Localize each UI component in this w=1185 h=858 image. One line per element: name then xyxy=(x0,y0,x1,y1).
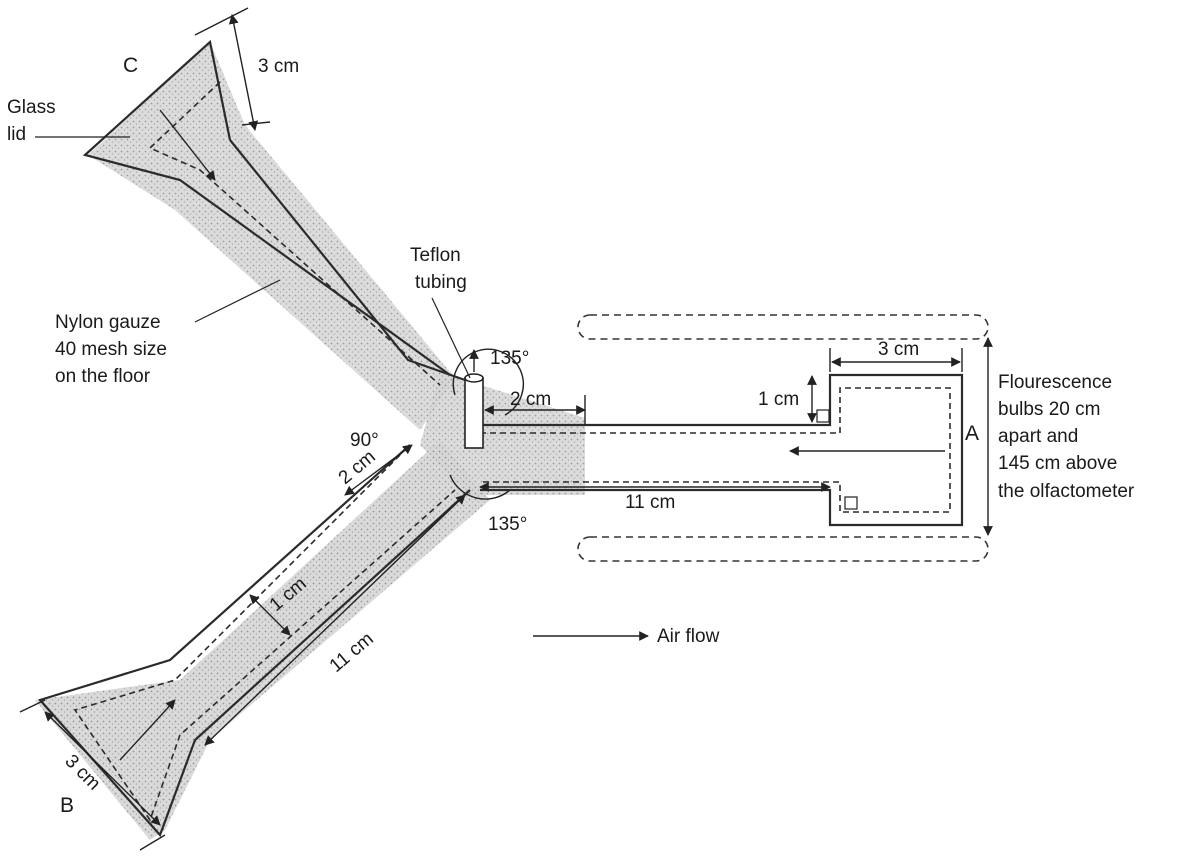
a-width-label: 3 cm xyxy=(878,339,919,360)
center-to-b-label: 2 cm xyxy=(335,446,380,489)
teflon-label-1: Teflon xyxy=(410,245,461,266)
air-flow-legend: Air flow xyxy=(533,626,720,647)
teflon-tubing xyxy=(464,349,484,449)
glass-lid-label-1: Glass xyxy=(7,97,56,118)
arm-c-label: C xyxy=(123,54,138,77)
nylon-label-1: Nylon gauze xyxy=(55,312,161,333)
nylon-label-2: 40 mesh size xyxy=(55,339,167,360)
text-labels: C B A Glass lid Teflon tubing Nylon gauz… xyxy=(7,54,1135,817)
c-width-label: 3 cm xyxy=(258,56,299,77)
teflon-label-2: tubing xyxy=(415,272,467,293)
angle-arcs xyxy=(449,348,524,500)
bulbs-label-4: 145 cm above xyxy=(998,453,1117,474)
a-arm-length-label: 11 cm xyxy=(625,492,675,513)
bulbs-label-1: Flourescence xyxy=(998,372,1112,393)
angle-top-label: 135° xyxy=(490,348,529,369)
angle-left-label: 90° xyxy=(350,430,379,451)
center-to-a-label: 2 cm xyxy=(510,389,551,410)
angle-bottom-label: 135° xyxy=(488,514,527,535)
bulbs-label-5: the olfactometer xyxy=(998,481,1135,502)
nylon-label-3: on the floor xyxy=(55,366,151,387)
b-arm-length-label: 11 cm xyxy=(326,628,378,676)
fluorescence-bulbs xyxy=(577,314,989,562)
bulbs-label-2: bulbs 20 cm xyxy=(998,399,1100,420)
stippled-regions xyxy=(35,42,585,840)
leader-lines xyxy=(35,136,471,379)
arm-b-label: B xyxy=(60,794,74,817)
arm-a-label: A xyxy=(965,422,979,445)
glass-lid-label-2: lid xyxy=(7,124,26,145)
a-height-label: 1 cm xyxy=(758,389,799,410)
bulbs-label-3: apart and xyxy=(998,426,1078,447)
air-flow-label: Air flow xyxy=(657,626,720,647)
dimension-lines xyxy=(19,7,993,851)
